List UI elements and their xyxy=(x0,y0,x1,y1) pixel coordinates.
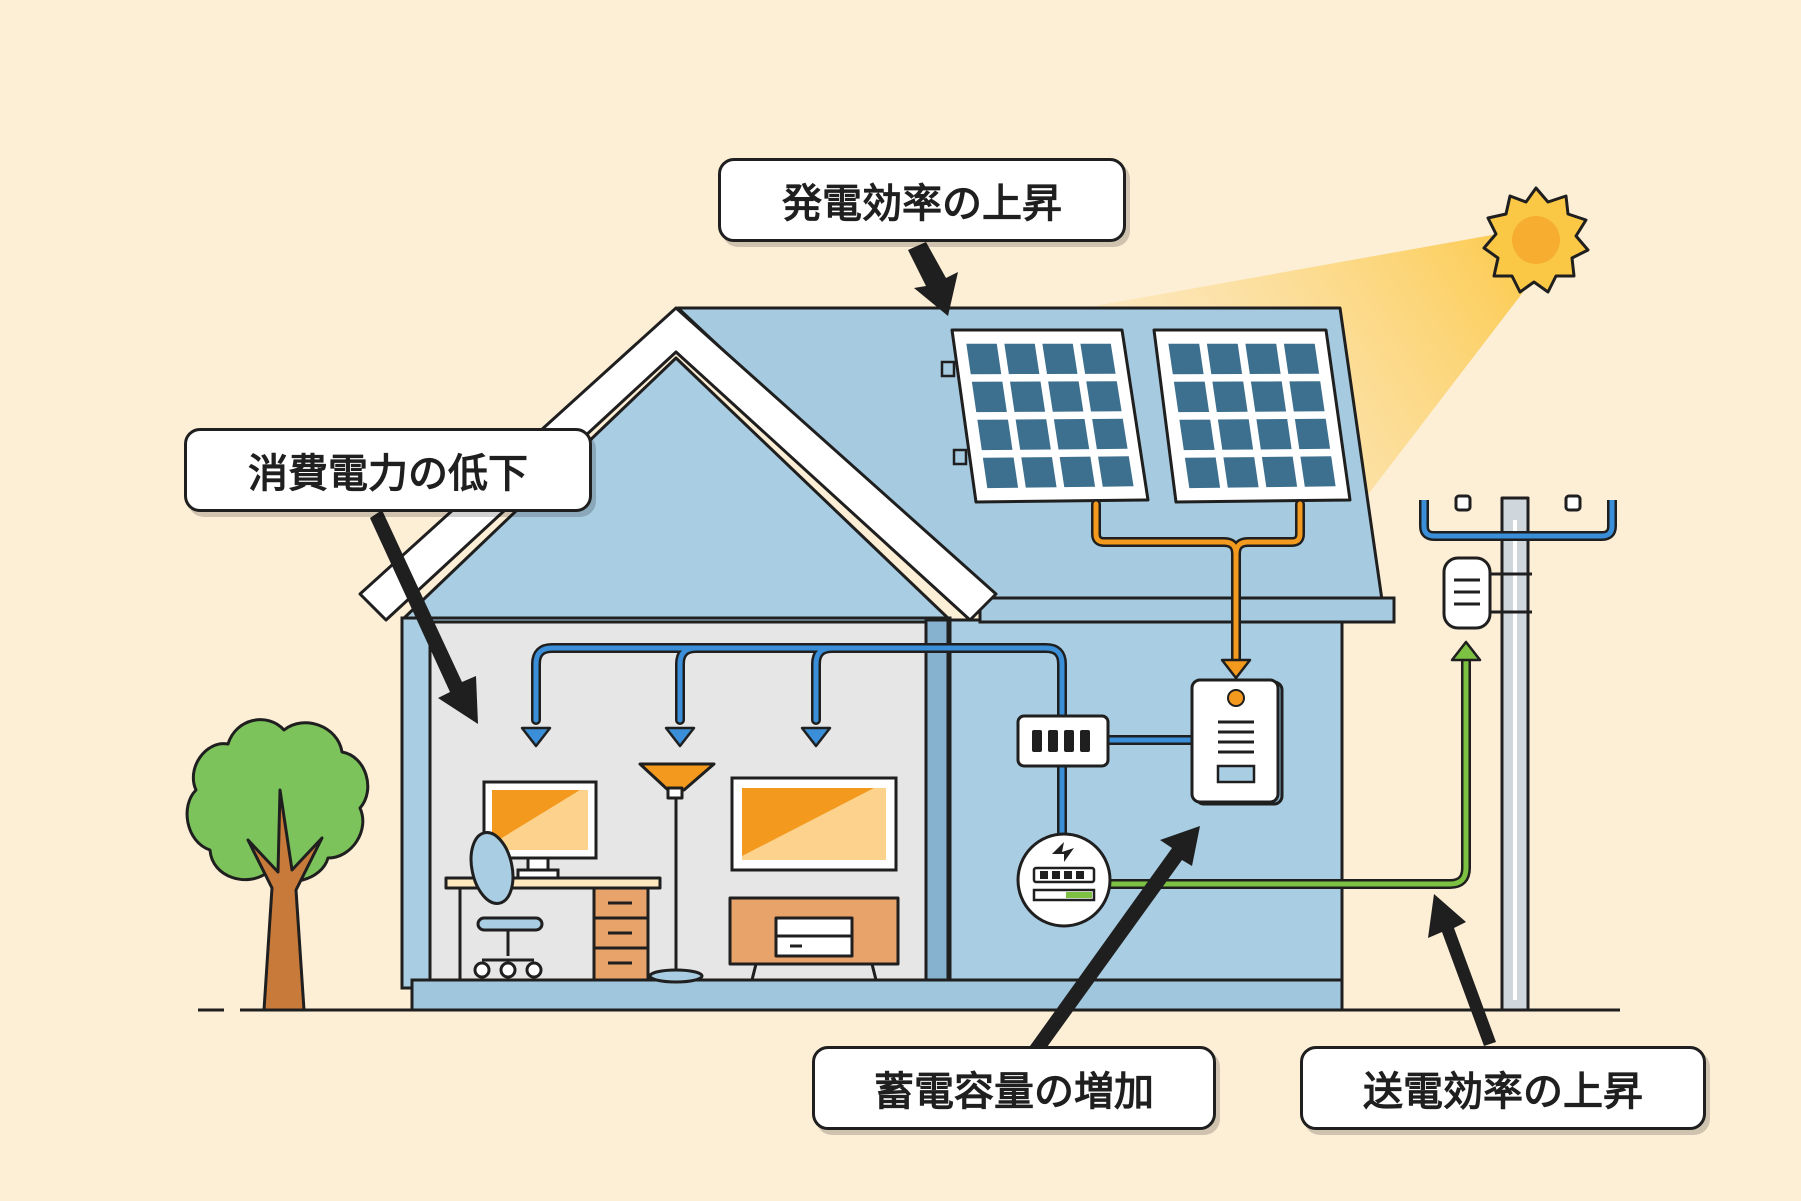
solar-cell xyxy=(1098,456,1134,487)
gable-trim xyxy=(358,306,998,622)
panel-mounts xyxy=(940,360,968,466)
solar-cell xyxy=(1059,456,1096,488)
solar-cell xyxy=(1294,418,1331,450)
floor-lamp-icon xyxy=(638,762,716,984)
wall-divider xyxy=(924,618,950,992)
callout-storage-capacity: 蓄電容量の増加 xyxy=(812,1046,1216,1130)
callout-transmission-efficiency: 送電効率の上昇 xyxy=(1300,1046,1706,1130)
chair-icon xyxy=(469,831,544,979)
solar-cell xyxy=(1206,343,1243,375)
solar-cell xyxy=(1223,457,1259,488)
tv-icon xyxy=(730,776,898,872)
solar-cell xyxy=(1080,343,1116,374)
callout-generation-efficiency: 発電効率の上昇 xyxy=(718,158,1126,242)
solar-wire xyxy=(1091,499,1305,665)
callout-arrows xyxy=(370,242,1496,1054)
solar-cell xyxy=(977,419,1013,451)
solar-cell xyxy=(1015,419,1051,450)
home-arrows xyxy=(520,726,832,748)
solar-cell xyxy=(1245,343,1281,374)
solar-cell xyxy=(966,343,1002,375)
solar-cell xyxy=(1004,343,1040,375)
solar-cell xyxy=(1300,456,1336,487)
solar-cells xyxy=(966,343,1134,489)
solar-cell xyxy=(1048,381,1084,412)
solar-cell xyxy=(1212,381,1248,412)
sun-icon xyxy=(1482,186,1590,294)
solar-cell xyxy=(1168,343,1204,375)
solar-cell xyxy=(1042,343,1078,374)
grid-arrow xyxy=(1450,640,1482,662)
solar-cell xyxy=(1179,419,1215,451)
solar-cell xyxy=(1261,456,1298,488)
solar-cell xyxy=(1250,381,1287,412)
monitor-icon xyxy=(482,780,598,880)
utility-pole-icon xyxy=(1419,494,1617,1012)
solar-cell xyxy=(1173,381,1210,413)
solar-cell xyxy=(1283,343,1320,374)
solar-cell xyxy=(1010,381,1046,412)
solar-cell xyxy=(1086,381,1122,412)
solar-cell xyxy=(1053,419,1090,450)
foundation xyxy=(410,978,1344,1012)
solar-cell xyxy=(1184,457,1221,489)
solar-cell xyxy=(971,381,1007,413)
tv-cabinet-icon xyxy=(728,896,900,981)
sun-beam xyxy=(960,230,1540,505)
callout-power-consumption: 消費電力の低下 xyxy=(184,428,592,512)
solar-cell xyxy=(1021,457,1057,488)
solar-cell xyxy=(1289,381,1325,412)
solar-cells xyxy=(1168,343,1336,489)
solar-cell xyxy=(1092,418,1128,450)
solar-cell xyxy=(982,457,1019,489)
eave xyxy=(978,596,1396,624)
solar-cell xyxy=(1256,419,1292,450)
home-wire xyxy=(531,643,1199,843)
tree-icon xyxy=(185,718,370,1012)
solar-arrow xyxy=(1220,658,1252,680)
power-meter-icon xyxy=(1016,832,1112,928)
solar-cell xyxy=(1217,419,1254,450)
house-wall-right xyxy=(938,618,1344,990)
desk-icon xyxy=(444,876,662,982)
grid-wire xyxy=(1095,655,1471,889)
breaker-box-icon xyxy=(1016,714,1110,768)
power-conditioner-icon xyxy=(1190,678,1284,806)
